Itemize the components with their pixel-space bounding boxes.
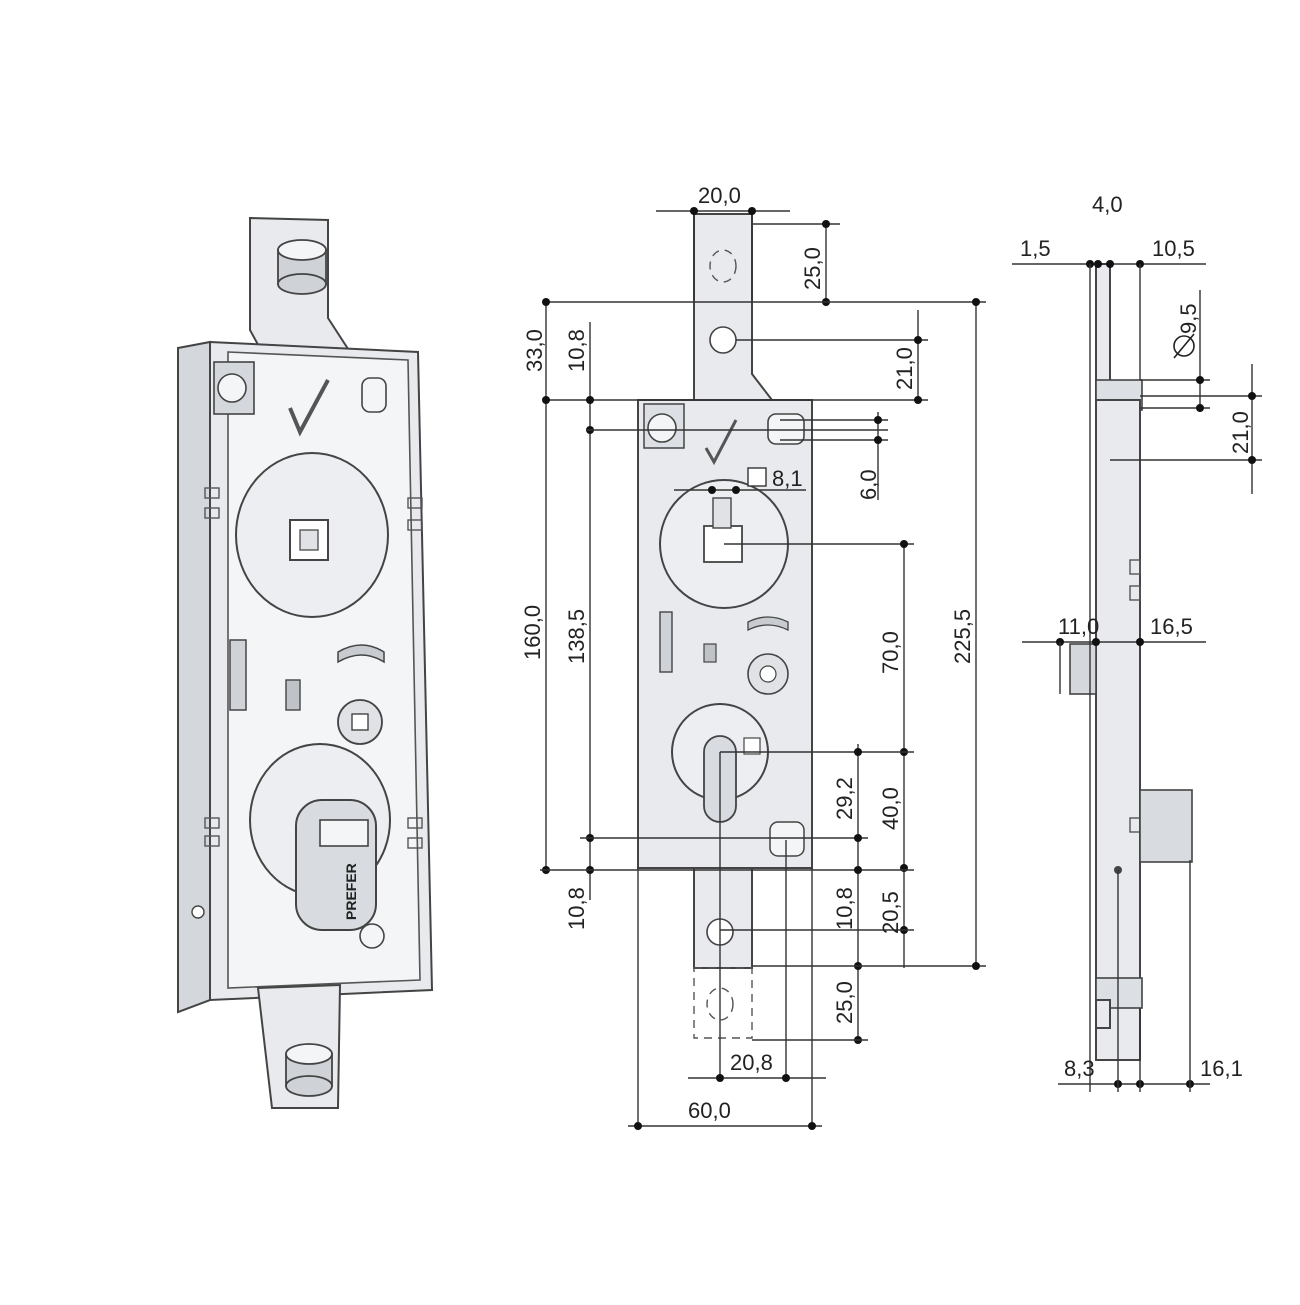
dimension-labels: 20,0 25,0 33,0 10,8 21,0 8,1 6,0 160,0 1… xyxy=(520,183,1253,1123)
dim-side-mid-right: 16,5 xyxy=(1150,614,1193,639)
dim-top-hole-b: 21,0 xyxy=(892,347,917,390)
dim-side-bottom-left: 8,3 xyxy=(1064,1056,1095,1081)
dim-pin-diameter: 9,5 xyxy=(1176,303,1201,334)
bottom-stud xyxy=(285,1043,333,1097)
inner-stud xyxy=(213,361,255,415)
dim-side-right: 10,5 xyxy=(1152,236,1195,261)
dim-bottom-hole-b: 10,8 xyxy=(832,887,857,930)
dim-top-tab: 25,0 xyxy=(800,247,825,290)
top-stud xyxy=(277,239,327,295)
dim-inner-hole: 138,5 xyxy=(564,609,589,664)
dim-top-width: 20,0 xyxy=(698,183,741,208)
check-mark-icon xyxy=(288,379,330,437)
dim-side-left: 1,5 xyxy=(1020,236,1051,261)
perspective-view: PREFER xyxy=(177,216,434,1109)
front-top-tab xyxy=(693,213,775,401)
inner-slot xyxy=(361,377,387,413)
dim-body-width: 60,0 xyxy=(688,1098,731,1123)
dim-top-hole-a: 10,8 xyxy=(564,329,589,372)
small-window xyxy=(285,679,301,711)
dim-square: 8,1 xyxy=(772,466,803,491)
dim-side-mid-left: 11,0 xyxy=(1058,614,1099,639)
dim-bottom-hole-a: 10,8 xyxy=(564,887,589,930)
dim-bottom-tab: 25,0 xyxy=(832,981,857,1024)
dim-total-height: 225,5 xyxy=(950,609,975,664)
body-notches xyxy=(204,487,423,849)
dimension-lines xyxy=(540,207,1262,1130)
dim-side-bottom-right: 16,1 xyxy=(1200,1056,1243,1081)
dim-top-offset: 33,0 xyxy=(522,329,547,372)
dim-cyl-b: 40,0 xyxy=(878,787,903,830)
side-latch xyxy=(1069,643,1097,695)
dim-total-hole: 160,0 xyxy=(520,605,545,660)
side-window xyxy=(229,639,247,711)
latch-indicator xyxy=(337,644,385,664)
side-cylinder xyxy=(1139,789,1193,863)
dim-bottom-width: 20,8 xyxy=(730,1050,773,1075)
dim-bottom-offset: 20,5 xyxy=(878,891,903,934)
dim-cyl-a: 29,2 xyxy=(832,777,857,820)
brand-label: PREFER xyxy=(343,863,359,920)
dim-spindle-cyl: 70,0 xyxy=(878,631,903,674)
dim-side-pin-height: 21,0 xyxy=(1228,411,1253,454)
front-bottom-tab xyxy=(693,867,753,969)
side-view xyxy=(1069,263,1193,1061)
dim-side-thickness: 4,0 xyxy=(1092,192,1123,217)
dim-small-gap: 6,0 xyxy=(856,469,881,500)
